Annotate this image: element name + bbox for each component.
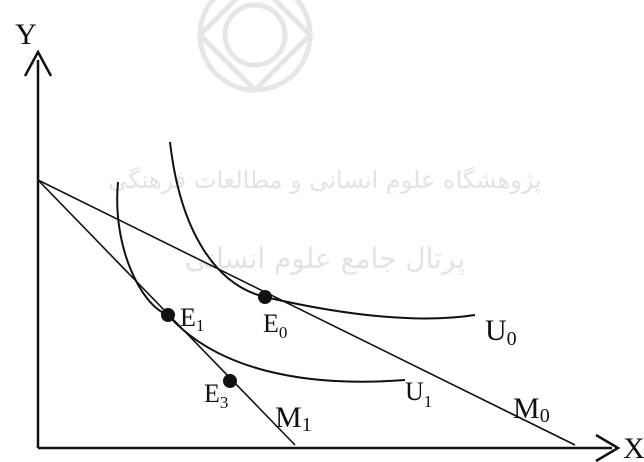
point-e3	[223, 374, 237, 388]
y-axis-arrowhead	[23, 49, 53, 77]
x-axis-arrowhead	[595, 433, 621, 462]
x-axis-label: X	[623, 432, 644, 462]
label-m1: M1	[275, 401, 312, 436]
label-u0: U0	[485, 314, 517, 350]
y-axis-label: Y	[15, 18, 37, 51]
label-u1: U1	[405, 377, 432, 411]
budget-line-m0	[37, 179, 576, 446]
label-e1: E1	[180, 303, 204, 335]
label-e3: E3	[204, 379, 228, 412]
watermark-emblem	[196, 0, 314, 94]
watermark-line-1: پژوهشگاه علوم انسانی و مطالعات فرهنگی	[108, 166, 541, 194]
point-e1	[161, 308, 175, 322]
point-e0	[258, 290, 272, 304]
watermark-line-2: پرتال جامع علوم انسانی	[185, 242, 465, 275]
label-e0: E0	[263, 309, 287, 342]
label-m0: M0	[513, 392, 550, 427]
indifference-curve-u1	[116, 181, 406, 383]
